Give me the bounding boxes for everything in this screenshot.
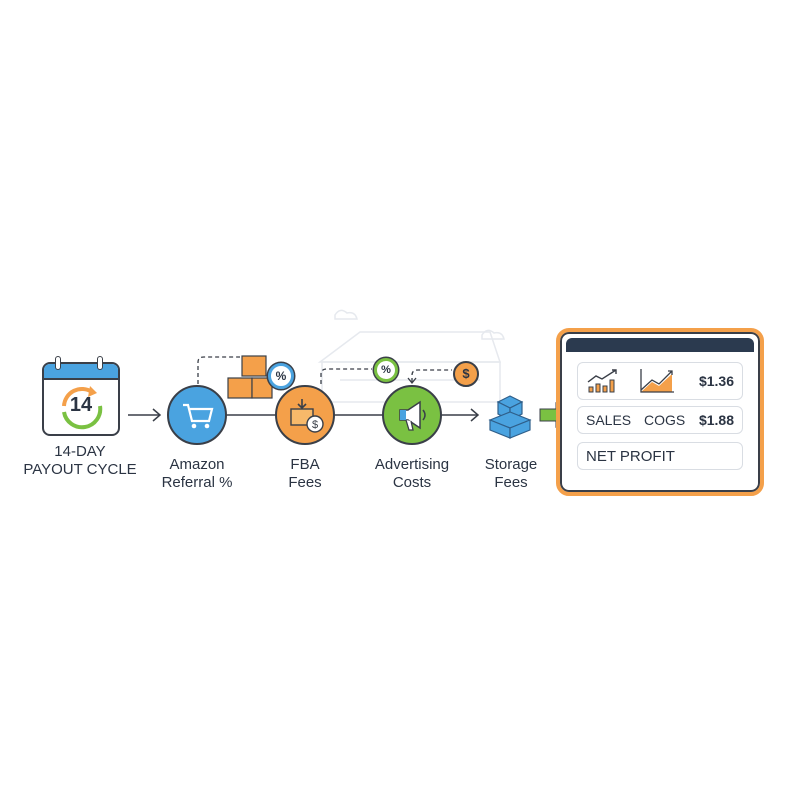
cycle-arrow-icon xyxy=(62,386,103,430)
megaphone-icon xyxy=(399,400,426,431)
fba-circle: $ xyxy=(275,385,335,445)
payout-label-line1: 14-DAY xyxy=(54,443,106,460)
step-label-line1: Storage xyxy=(484,456,538,473)
calendar-ring xyxy=(55,356,61,370)
step-label-line1: Amazon xyxy=(169,456,225,473)
percent-badge: % xyxy=(268,363,294,389)
step-label-line2: Fees xyxy=(288,474,322,491)
payout-day-number: 14 xyxy=(69,394,93,416)
dashed-connector xyxy=(411,369,452,382)
dashed-connector xyxy=(197,356,240,384)
advertising-circle xyxy=(382,385,442,445)
area-chart-icon xyxy=(640,369,674,393)
calendar-icon: 14 xyxy=(42,362,120,436)
percent-badge: % xyxy=(374,358,398,382)
profit-dashboard: $1.36 SALES COGS $1.88 NET PROFIT xyxy=(556,328,764,496)
calendar-ring xyxy=(97,356,103,370)
stacked-boxes-icon xyxy=(488,395,532,439)
dashboard-row-net-profit: NET PROFIT xyxy=(577,442,743,470)
svg-text:$: $ xyxy=(312,419,318,431)
step-label-line2: Referral % xyxy=(161,474,233,491)
dollar-badge: $ xyxy=(453,361,479,387)
payout-label-line2: PAYOUT CYCLE xyxy=(23,461,137,478)
net-profit-label: NET PROFIT xyxy=(586,448,675,465)
shopping-cart-icon xyxy=(183,403,214,429)
bar-chart-icon xyxy=(587,369,617,393)
dashboard-row-sales: SALES COGS $1.88 xyxy=(577,406,743,434)
row1-value: $1.36 xyxy=(698,373,734,389)
package-dollar-icon: $ xyxy=(290,399,324,433)
sales-label: SALES xyxy=(586,412,632,428)
dashboard-row-charts: $1.36 xyxy=(577,362,743,400)
boxes-icon xyxy=(227,355,273,399)
payout-label: 14-DAY PAYOUT CYCLE xyxy=(20,443,140,479)
referral-circle xyxy=(167,385,227,445)
cogs-label: COGS xyxy=(644,412,686,428)
row2-value: $1.88 xyxy=(698,412,734,428)
step-label-line1: FBA xyxy=(290,456,320,473)
step-label-line2: Fees xyxy=(494,474,528,491)
dashed-connector xyxy=(320,368,372,384)
step-label-line1: Advertising xyxy=(374,456,450,473)
step-label-line2: Costs xyxy=(392,474,432,491)
dashboard-header xyxy=(566,338,754,352)
